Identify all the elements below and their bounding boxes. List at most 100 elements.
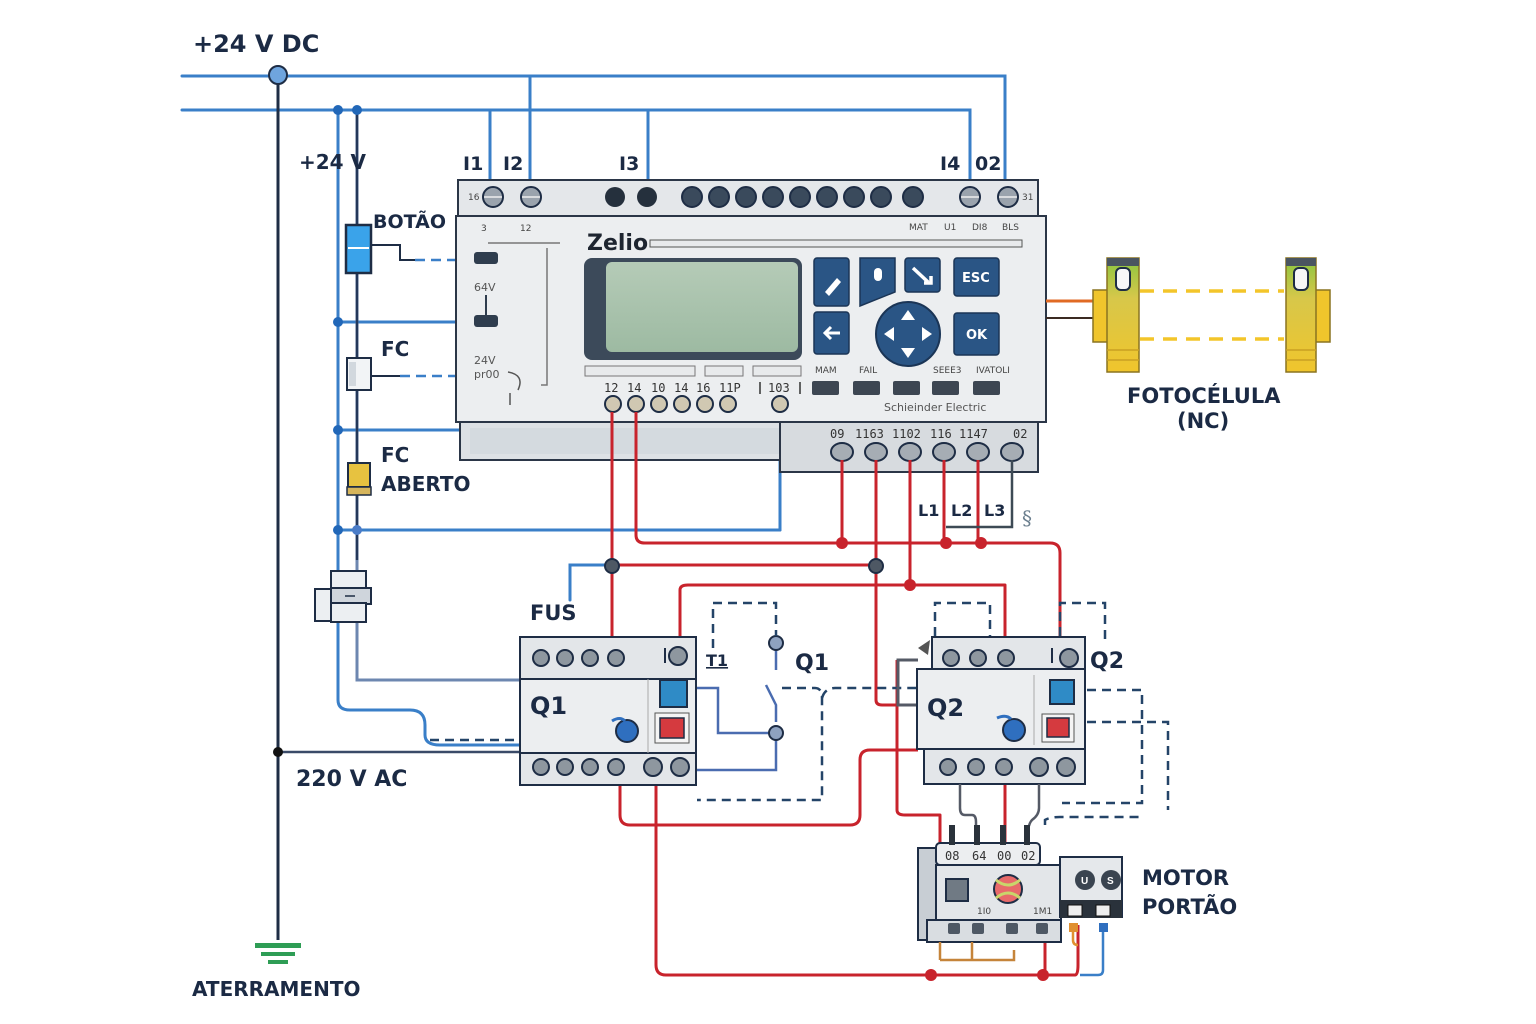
plc-brand: Zelio [587,231,648,256]
junction-dot [352,525,362,535]
plc-ok-label: OK [966,328,988,343]
plc-function-key-label: SEEE3 [933,366,962,376]
limit-open-label-1: FC [381,443,409,467]
plc-input-slider [474,252,498,264]
fuse-label: FUS [530,601,577,625]
plc-esc-label: ESC [962,271,990,286]
motor-terminal-label: 64 [972,849,986,863]
limit-switch-fc-icon [346,357,372,391]
q2-stop-button [1046,717,1070,738]
phase-label-l1: L1 [918,501,939,520]
plc-function-keys [812,381,1000,395]
plc-terminal-label: 10 [651,381,665,395]
plc-terminal-label: 11P [719,381,741,395]
io-label-i2: I2 [503,153,523,175]
plc-function-key-label: MAM [815,366,837,376]
fuse-holder-icon [314,570,372,623]
dc-supply-node [268,65,288,85]
plc-input-slider [474,315,498,327]
button-label: BOTÃO [373,209,446,233]
plc-output-label: 02 [1013,427,1027,441]
dpad-right-icon [922,327,932,341]
motor-label-2: PORTÃO [1142,894,1237,919]
q2-side-label: Q2 [1090,649,1124,674]
plc-edit-key [813,257,850,307]
phase-label-l3: L3 [984,501,1005,520]
motor-display-icon [945,878,969,902]
dc-main-line [180,74,1007,192]
plc-terminal-label: 14 [627,381,641,395]
photocell-label-1: FOTOCÉLULA [1127,383,1281,408]
photocell-emitter-icon [1092,257,1140,373]
plc-output-label: 09 [830,427,844,441]
plc-face-label: U1 [944,223,956,233]
limit-switch-label: FC [381,337,409,361]
plc-ok-key [953,312,1000,356]
plc-function-key-label: IVATOLI [976,366,1010,376]
dpad-down-icon [901,348,915,358]
ac-junction-dots [836,537,1049,981]
ground-line [273,84,520,940]
plc-side-label-pr00: pr00 [474,368,500,381]
io-label-i1: I1 [463,153,483,175]
photocell-wiring [1046,299,1093,319]
plc-output-label: 116 [930,427,952,441]
motor-label-1: MOTOR [1142,866,1229,890]
photocell-label-2: (NC) [1177,409,1229,433]
motor-u-terminal [1075,870,1095,890]
plc-terminal-label: 14 [674,381,688,395]
push-button-icon [344,223,373,275]
mouse-icon [874,268,882,281]
plc-side-label-64v: 64V [474,281,496,294]
plc-terminal-label: 103 [768,381,790,395]
plc-face-label: MAT [909,223,928,233]
q1-stop-button [659,717,685,739]
neutral-junction-dots [604,558,884,574]
plc-manufacturer: Schieinder Electric [884,401,986,414]
photocell-beams [1140,289,1284,341]
plc-output-label: 1163 [855,427,884,441]
arrow-down-right-icon [911,266,933,285]
motor-terminal-label: 08 [945,849,959,863]
contactor-q2 [896,636,1086,785]
plc-dpad [875,301,941,367]
junction-dot [333,425,343,435]
motor-inner-label: 1M1 [1033,907,1052,917]
arrow-left-icon [822,325,840,341]
pencil-icon [825,278,841,296]
q2-dial-icon [1002,718,1026,742]
q2-start-button [1049,679,1075,705]
plc-face-label: 3 [481,224,487,234]
motor-terminal-blue [1099,923,1108,932]
plc-side-label-24v: 24V [474,354,496,367]
motor-terminal-orange [1069,923,1078,932]
control-dashed-wiring [430,601,1170,825]
plc-function-key-label: FAIL [859,366,877,376]
cable-icon: § [1022,506,1032,530]
plc-lcd-screen [606,262,798,352]
ground-icon [255,943,301,964]
motor-portao: U S [917,825,1123,943]
plc-zelio [455,179,1047,473]
photocell-receiver-icon [1285,257,1331,373]
io-label-o2: 02 [975,153,1001,175]
plc-top-small-left: 16 [468,193,480,203]
q1-label: Q1 [530,692,567,720]
motor-leads [938,925,1105,977]
junction-dot [352,105,362,115]
motor-s-terminal [1101,870,1121,890]
junction-dot [333,317,343,327]
plc-esc-key [953,257,1000,297]
q1-dial-icon [615,719,639,743]
plc-output-label: 1102 [892,427,921,441]
junction-dot [333,525,343,535]
motor-terminal-label: 02 [1021,849,1035,863]
q2-label: Q2 [927,694,964,722]
plc-face-label: DI8 [972,223,988,233]
q1-switch-label: Q1 [795,651,829,676]
limit-switch-open-icon [346,462,372,496]
dc-branch-label: +24 V [299,150,367,174]
plc-terminal-label: 16 [696,381,710,395]
q1-start-button [659,679,688,708]
